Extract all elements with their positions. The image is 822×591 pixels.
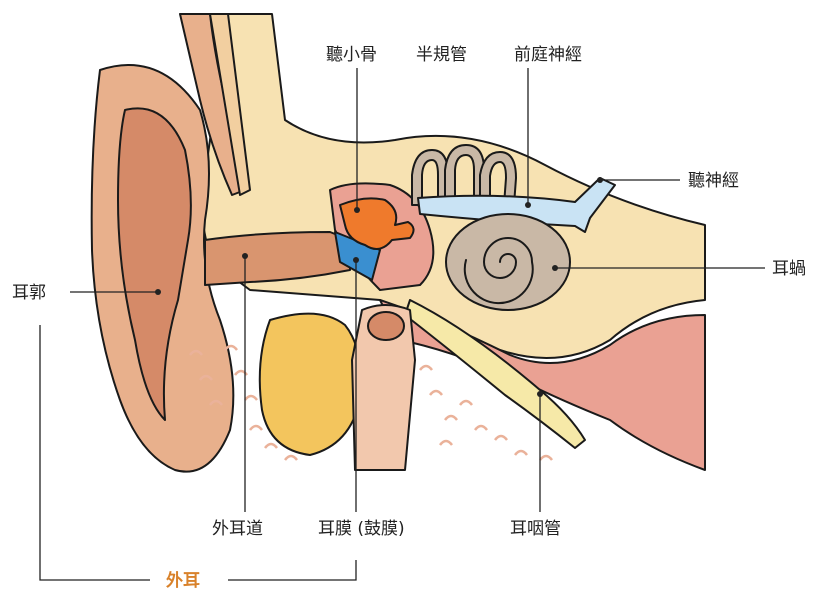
label-semicircular-canals: 半規管 <box>416 45 467 65</box>
label-ossicles: 聽小骨 <box>326 45 377 65</box>
label-vestibular-nerve: 前庭神經 <box>514 45 582 65</box>
label-auricle: 耳郭 <box>12 283 46 303</box>
fat-tissue <box>260 314 361 455</box>
label-auditory-nerve: 聽神經 <box>688 171 739 191</box>
label-eardrum: 耳膜 (鼓膜) <box>318 519 405 539</box>
label-outer-ear: 外耳 <box>166 570 200 591</box>
label-ear-canal: 外耳道 <box>212 519 263 539</box>
label-eustachian-tube: 耳咽管 <box>510 519 561 539</box>
label-cochlea: 耳蝸 <box>772 259 806 279</box>
condyle-head <box>368 312 404 340</box>
outer-ear-bracket-right <box>228 560 356 580</box>
cochlea-shape <box>446 214 570 310</box>
